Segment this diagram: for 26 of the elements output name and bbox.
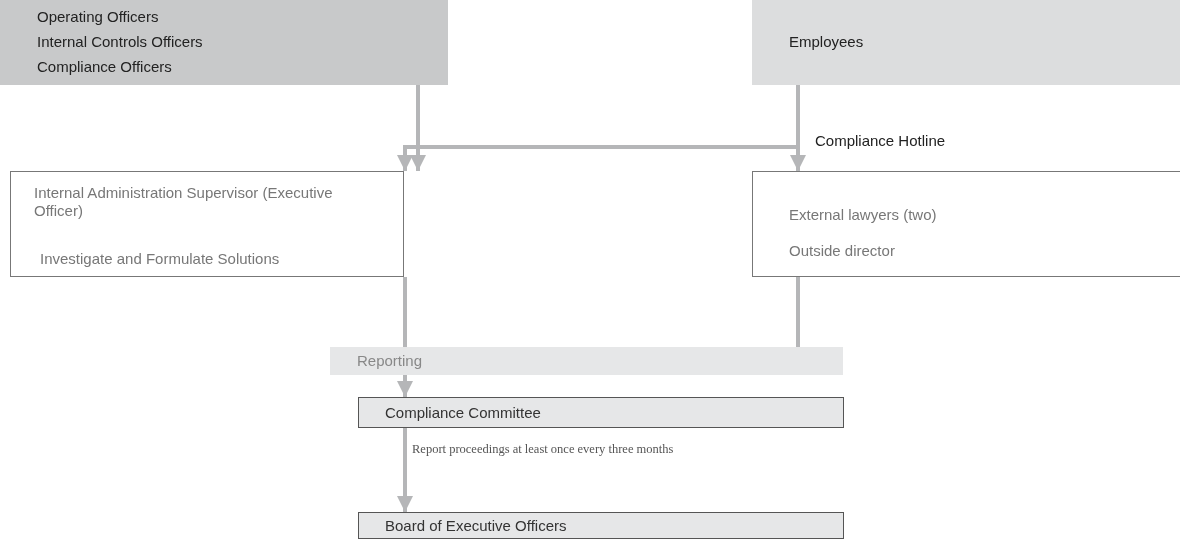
node-label: Internal Controls Officers (37, 33, 203, 51)
node-label: Investigate and Formulate Solutions (40, 250, 280, 268)
committee-box (358, 397, 844, 428)
board-box (358, 512, 844, 539)
connector-line (796, 277, 800, 347)
connector-line (403, 277, 407, 347)
arrow (397, 428, 413, 512)
node-label: Outside director (789, 242, 895, 260)
process-box (752, 171, 1180, 277)
role-box (752, 0, 1180, 85)
node-label: Employees (789, 33, 864, 51)
node-label: Board of Executive Officers (385, 517, 567, 535)
edge-label: Report proceedings at least once every three months (410, 442, 676, 457)
node-label: Compliance Committee (385, 404, 541, 422)
process-box (10, 171, 404, 277)
edge-label: Compliance Hotline (813, 132, 948, 149)
node-label: Reporting (357, 352, 423, 370)
reporting-band (330, 347, 843, 375)
arrow (790, 85, 806, 171)
arrow (410, 85, 426, 171)
node-label: Operating Officers (37, 8, 159, 26)
arrow (397, 375, 413, 397)
node-label: Internal Administration Supervisor (Executive Officer) (34, 184, 334, 220)
node-label: External lawyers (two) (789, 206, 937, 224)
node-label: Compliance Officers (37, 58, 172, 76)
role-box (0, 0, 448, 85)
